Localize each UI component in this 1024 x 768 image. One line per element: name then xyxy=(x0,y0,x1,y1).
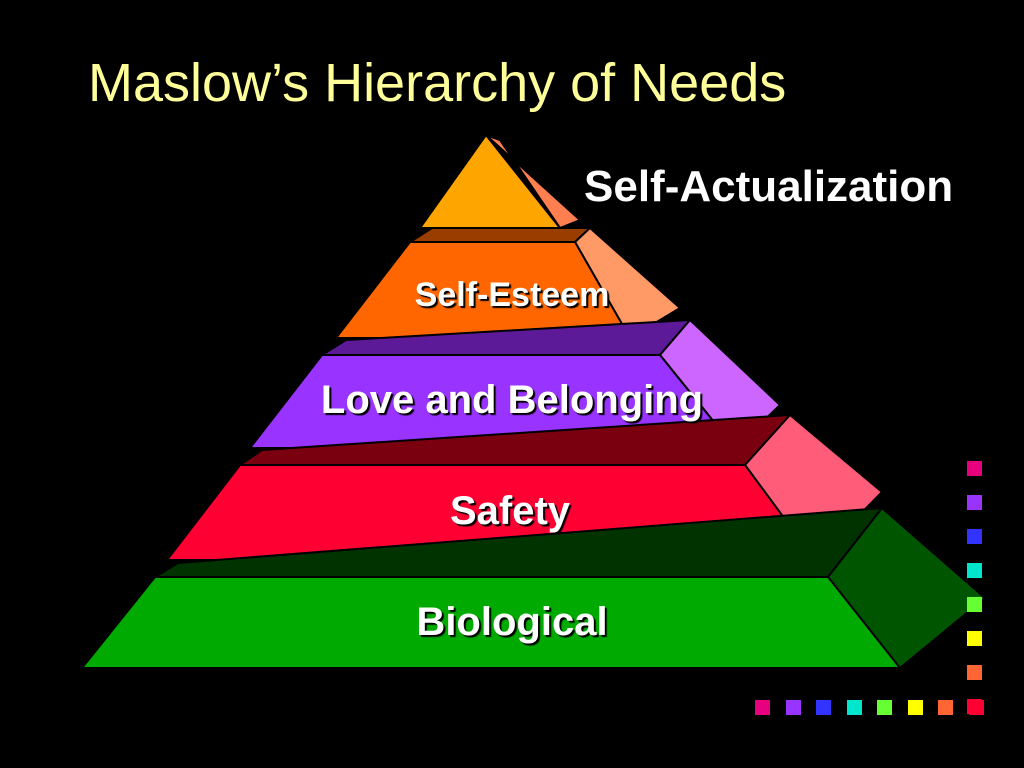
decor-square xyxy=(846,700,862,715)
decor-square xyxy=(967,665,982,680)
decor-square xyxy=(816,700,831,715)
decor-square xyxy=(967,529,982,544)
label-self-actualization: Self-Actualization xyxy=(584,162,954,211)
decor-square xyxy=(967,495,982,510)
pyramid-level-love-belonging xyxy=(247,318,782,450)
level-front xyxy=(79,576,903,669)
decor-square xyxy=(967,563,982,578)
pyramid-level-biological xyxy=(79,506,987,670)
decor-square xyxy=(785,700,801,715)
level-top xyxy=(406,227,593,243)
decor-square xyxy=(967,631,982,646)
pyramid-level-self-actualization xyxy=(418,133,582,230)
decor-square xyxy=(877,700,892,715)
label-self-esteem: Self-Esteem xyxy=(414,276,610,314)
decor-square xyxy=(967,461,982,476)
label-biological: Biological xyxy=(416,600,608,644)
decor-square xyxy=(967,597,982,612)
level-front xyxy=(418,133,563,229)
label-love-belonging: Love and Belonging xyxy=(320,378,704,422)
slide-title: Maslow’s Hierarchy of Needs xyxy=(88,53,787,113)
decor-square xyxy=(938,700,953,715)
label-safety: Safety xyxy=(449,489,571,533)
decor-square xyxy=(755,700,770,715)
decor-square xyxy=(968,700,984,715)
decor-square xyxy=(907,700,923,715)
